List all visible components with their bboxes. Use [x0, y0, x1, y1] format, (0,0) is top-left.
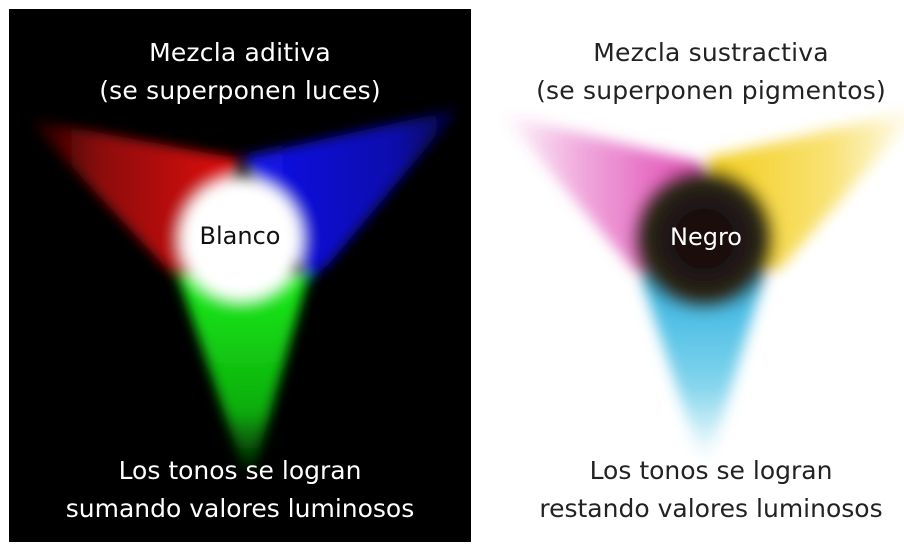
subtractive-panel: Mezcla sustractiva (se superponen pigmen… [480, 9, 904, 542]
additive-title-line1: Mezcla aditiva [149, 38, 331, 67]
subtractive-title-line2: (se superponen pigmentos) [536, 76, 886, 105]
white-overlap [171, 169, 311, 309]
additive-panel: Mezcla aditiva (se superponen luces) Bla… [9, 9, 471, 542]
subtractive-caption-line1: Los tonos se logran [589, 456, 833, 485]
subtractive-center-label: Negro [670, 223, 742, 251]
additive-caption-line2: sumando valores luminosos [65, 494, 415, 523]
additive-art [27, 109, 459, 471]
cyan-pigment-beam [640, 274, 765, 459]
subtractive-title-line1: Mezcla sustractiva [593, 38, 829, 67]
additive-title-line2: (se superponen luces) [99, 76, 381, 105]
additive-center-label: Blanco [199, 222, 281, 250]
subtractive-art [502, 112, 904, 459]
green-light-beam [177, 274, 309, 471]
additive-caption-line1: Los tonos se logran [118, 456, 362, 485]
subtractive-caption-line2: restando valores luminosos [539, 494, 883, 523]
black-overlap [630, 165, 778, 313]
